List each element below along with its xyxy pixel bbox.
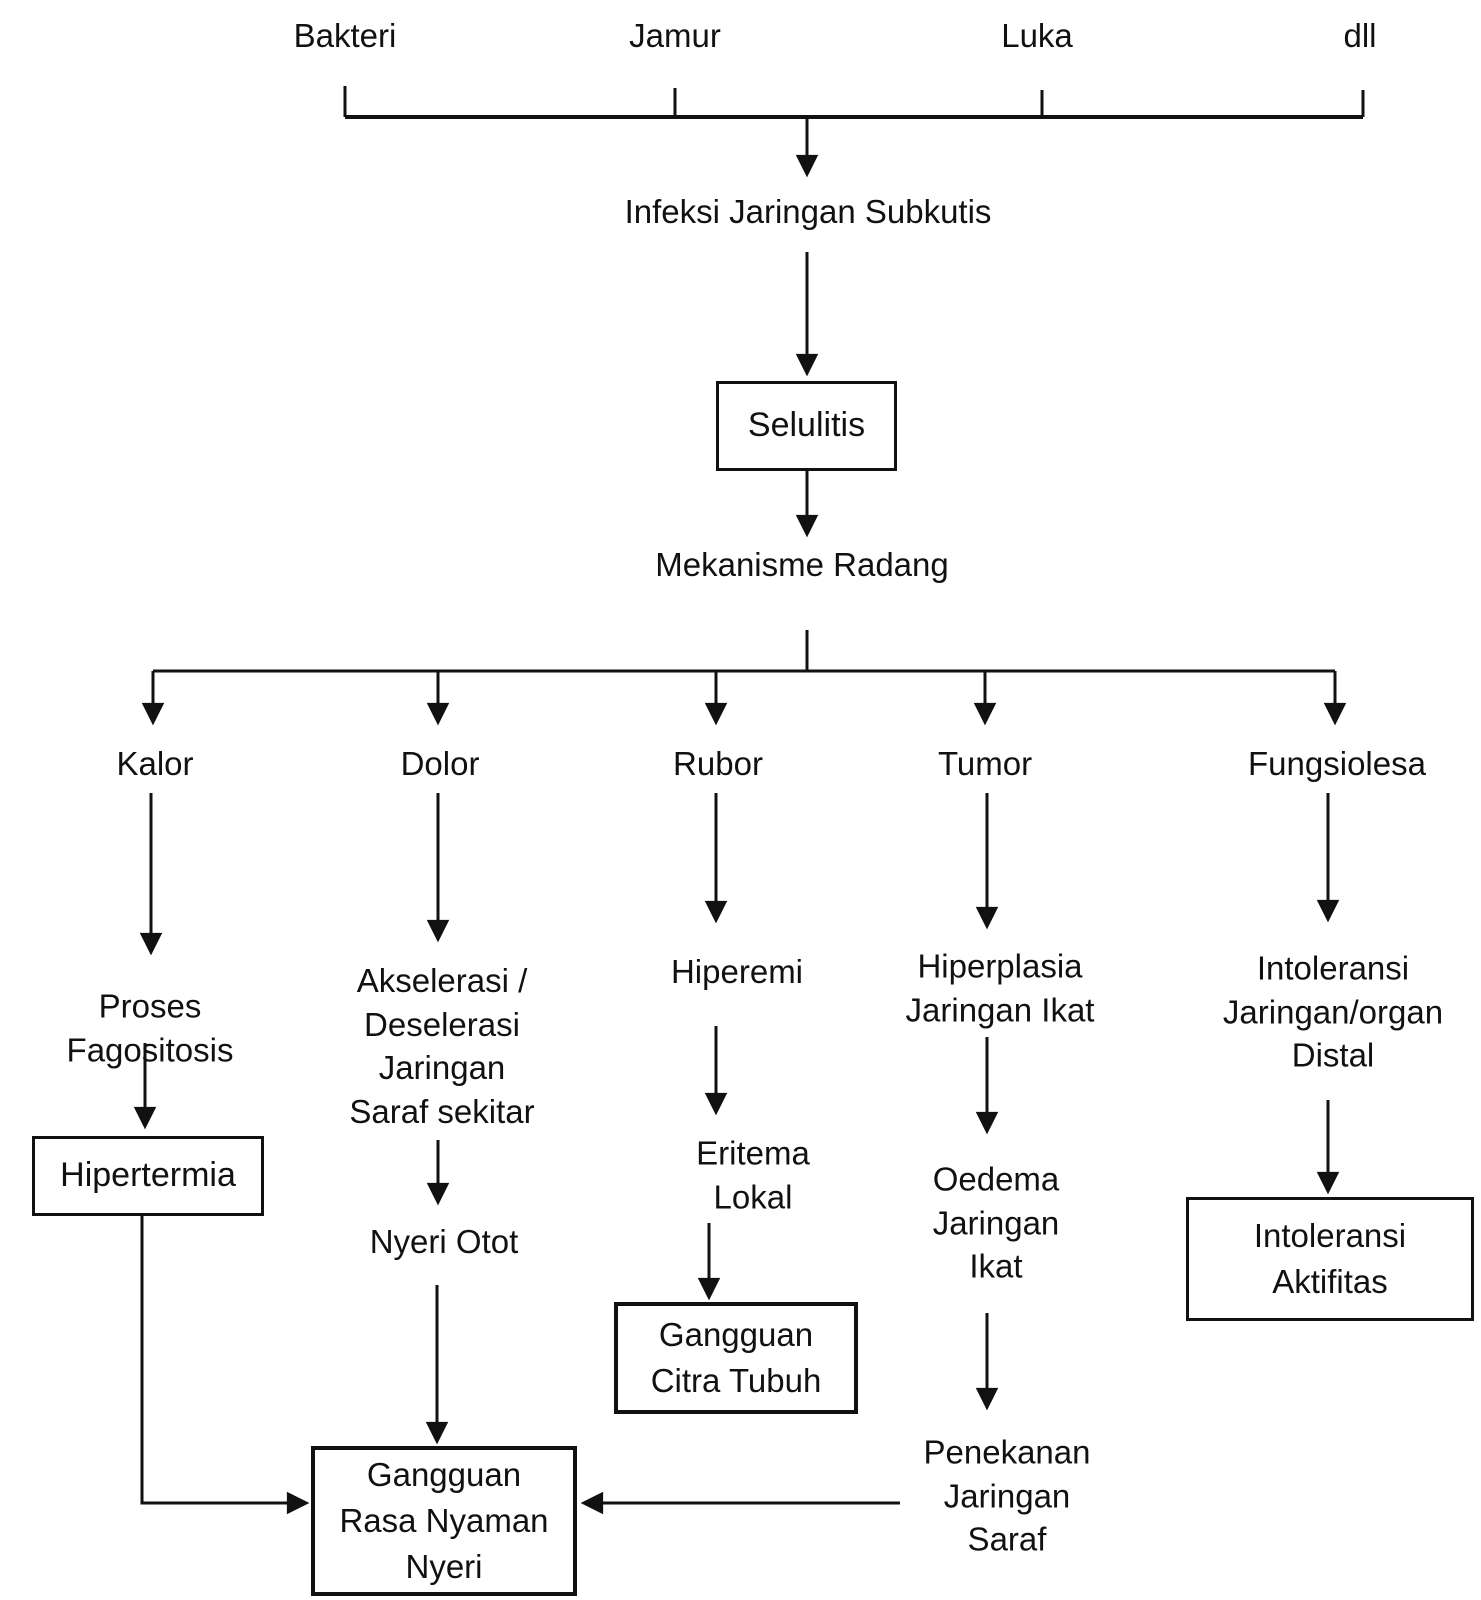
node-nyeri-otot: Nyeri Otot: [369, 1223, 519, 1261]
node-oedema-jaringan-ikat: Oedema Jaringan Ikat: [932, 1160, 1060, 1285]
node-eritema-lokal: Eritema Lokal: [696, 1134, 810, 1215]
node-intoleransi-jaringan-organ-distal: Intoleransi Jaringan/organ Distal: [1222, 949, 1444, 1074]
node-kalor: Kalor: [116, 745, 194, 783]
node-penekanan-jaringan-saraf: Penekanan Jaringan Saraf: [923, 1433, 1091, 1558]
node-bakteri: Bakteri: [293, 17, 397, 55]
node-dolor: Dolor: [400, 745, 480, 783]
node-luka: Luka: [1001, 17, 1073, 55]
box-selulitis: Selulitis: [716, 381, 897, 471]
box-intoleransi-aktifitas: Intoleransi Aktifitas: [1186, 1197, 1474, 1321]
node-proses-fagositosis: Proses Fagositosis: [66, 987, 234, 1068]
node-tumor: Tumor: [937, 745, 1033, 783]
node-infeksi-jaringan-subkutis: Infeksi Jaringan Subkutis: [624, 193, 992, 231]
node-hiperemi: Hiperemi: [670, 953, 804, 991]
node-dll: dll: [1343, 17, 1377, 55]
node-fungsiolesa: Fungsiolesa: [1248, 745, 1426, 783]
node-hiperplasia-jaringan-ikat: Hiperplasia Jaringan Ikat: [905, 947, 1095, 1028]
box-gangguan-rasa-nyaman-nyeri: Gangguan Rasa Nyaman Nyeri: [311, 1446, 577, 1596]
box-gangguan-citra-tubuh: Gangguan Citra Tubuh: [614, 1302, 858, 1414]
box-hipertermia: Hipertermia: [32, 1136, 264, 1216]
node-akselerasi-deselerasi: Akselerasi / Deselerasi Jaringan Saraf s…: [349, 961, 535, 1130]
node-mekanisme-radang: Mekanisme Radang: [655, 546, 949, 584]
node-rubor: Rubor: [673, 745, 763, 783]
arrow-hipertermia-to-gangguan: [140, 1215, 310, 1515]
node-jamur: Jamur: [629, 17, 721, 55]
